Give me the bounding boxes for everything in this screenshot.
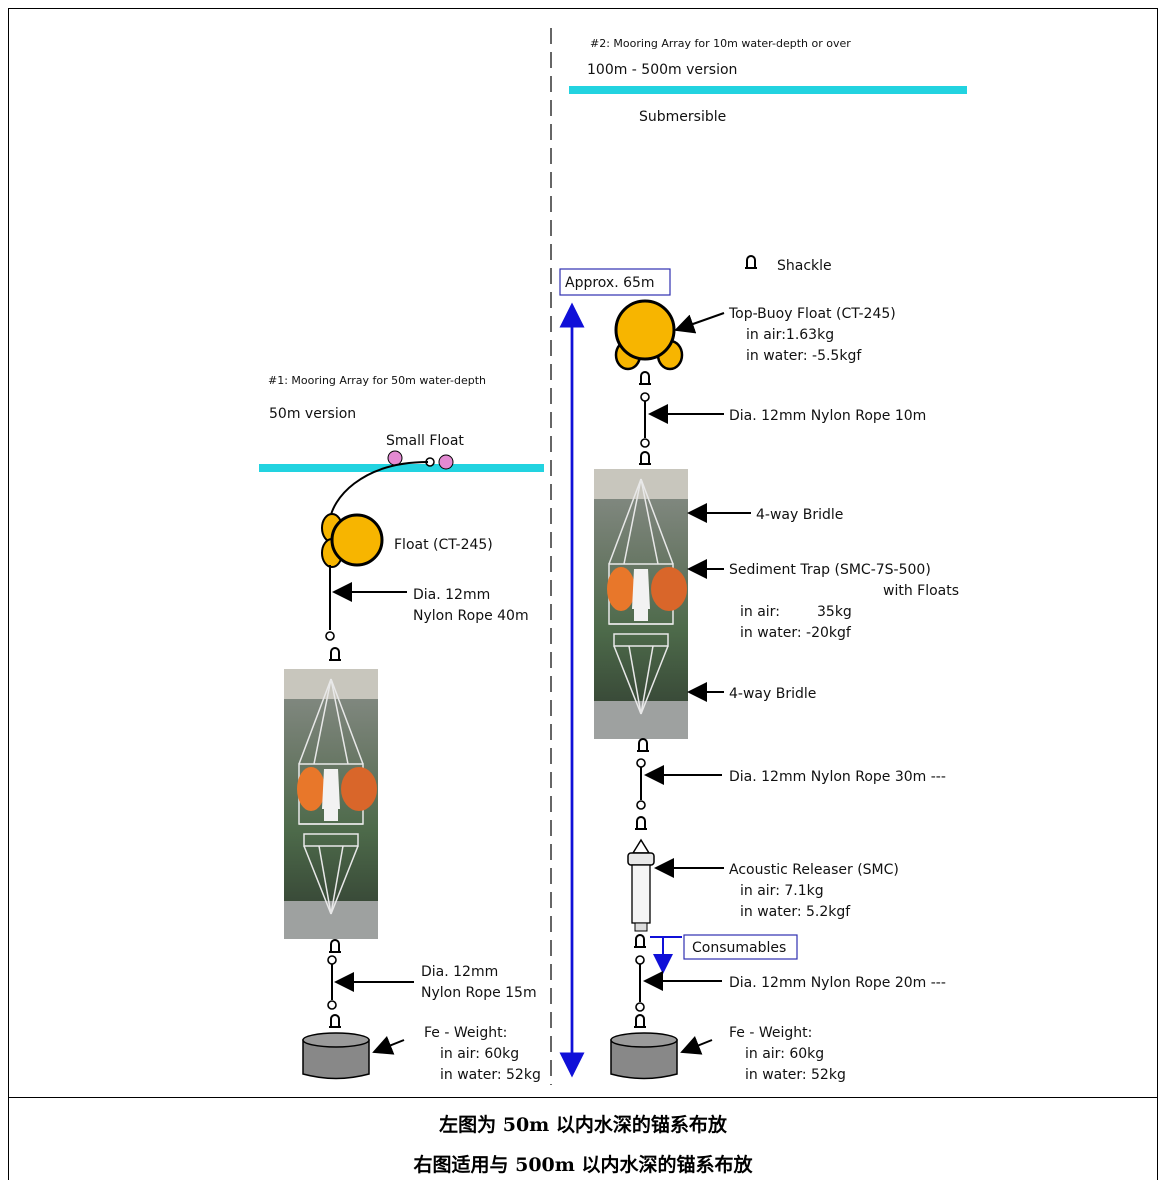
releaser-3: in water: 5.2kgf	[740, 904, 851, 920]
left-weight-3: in water: 52kg	[440, 1067, 541, 1083]
consumables-label: Consumables	[692, 940, 786, 956]
approx-label: Approx. 65m	[565, 275, 655, 291]
float-icon	[321, 513, 384, 568]
consumables-box	[683, 934, 798, 960]
trap-3: in air:	[740, 604, 780, 620]
left-header: #1: Mooring Array for 50m water-depth	[268, 374, 486, 387]
top-buoy-icon	[614, 299, 684, 371]
left-weight-2: in air: 60kg	[440, 1046, 519, 1062]
small-float-label: Small Float	[386, 433, 464, 449]
left-rope-bottom-1: Dia. 12mm	[421, 964, 498, 980]
left-rope-bottom-2: Nylon Rope 15m	[421, 985, 537, 1001]
approx-box	[559, 268, 671, 296]
shackle-legend-label: Shackle	[777, 258, 832, 274]
releaser-2: in air: 7.1kg	[740, 883, 824, 899]
caption-divider	[8, 1097, 1158, 1098]
small-float-icon	[438, 454, 454, 470]
right-weight-icon	[610, 1032, 678, 1080]
left-float-label: Float (CT-245)	[394, 537, 493, 553]
caption-left: 左图为 50m 以内水深的锚系布放	[439, 1114, 727, 1136]
right-header: #2: Mooring Array for 10m water-depth or…	[590, 37, 851, 50]
top-buoy-3: in water: -5.5kgf	[746, 348, 862, 364]
right-version: 100m - 500m version	[587, 62, 737, 78]
left-rope-top-2: Nylon Rope 40m	[413, 608, 529, 624]
bridle-top-label: 4-way Bridle	[756, 507, 843, 523]
left-rope-top-1: Dia. 12mm	[413, 587, 490, 603]
caption-right: 右图适用与 500m 以内水深的锚系布放	[413, 1154, 753, 1176]
rope-30m-label: Dia. 12mm Nylon Rope 30m ---	[729, 769, 946, 785]
right-sediment-trap-image	[593, 468, 689, 740]
right-weight-3: in water: 52kg	[745, 1067, 846, 1083]
acoustic-releaser-icon	[627, 838, 655, 932]
right-weight-2: in air: 60kg	[745, 1046, 824, 1062]
rope-20m-label: Dia. 12mm Nylon Rope 20m ---	[729, 975, 946, 991]
left-weight-icon	[302, 1032, 370, 1080]
top-buoy-1: Top-Buoy Float (CT-245)	[728, 306, 896, 322]
right-weight-1: Fe - Weight:	[729, 1025, 812, 1041]
shackle-legend-icon	[744, 255, 758, 269]
trap-5: in water: -20kgf	[740, 625, 852, 641]
releaser-1: Acoustic Releaser (SMC)	[729, 862, 899, 878]
left-sediment-trap-image	[283, 668, 379, 940]
trap-1: Sediment Trap (SMC-7S-500)	[729, 562, 931, 578]
float-line	[329, 461, 429, 521]
small-float-icon	[387, 450, 403, 466]
rope-10m-label: Dia. 12mm Nylon Rope 10m	[729, 408, 926, 424]
trap-4: 35kg	[817, 604, 852, 620]
diagram-frame	[8, 8, 1158, 1180]
left-version: 50m version	[269, 406, 356, 422]
submersible-label: Submersible	[639, 109, 726, 125]
mooring-diagram: #1: Mooring Array for 50m water-depth 50…	[259, 28, 967, 1085]
top-buoy-2: in air:1.63kg	[746, 327, 834, 343]
bridle-bottom-label: 4-way Bridle	[729, 686, 816, 702]
trap-2: with Floats	[883, 583, 959, 599]
left-weight-1: Fe - Weight:	[424, 1025, 507, 1041]
